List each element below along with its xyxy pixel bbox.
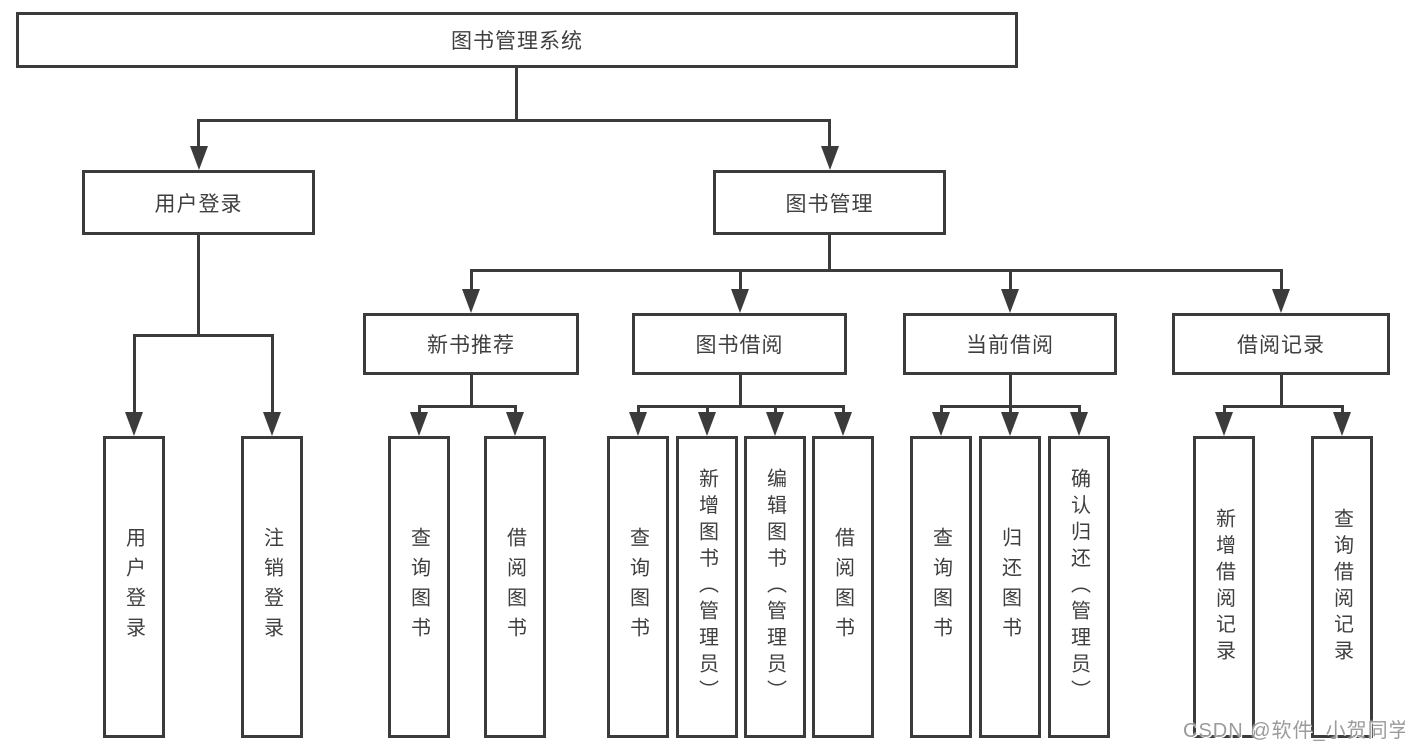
arrow-down-icon bbox=[125, 412, 143, 436]
leaf-label: 查询借阅记录 bbox=[1330, 507, 1353, 667]
connector-line bbox=[133, 334, 274, 337]
leaf-confirm-return-admin: 确认归还（管理员） bbox=[1048, 436, 1110, 738]
leaf-label: 借阅图书 bbox=[831, 527, 854, 647]
arrow-down-icon bbox=[766, 412, 784, 436]
node-current-borrowing: 当前借阅 bbox=[903, 313, 1117, 375]
leaf-label: 新增借阅记录 bbox=[1212, 507, 1235, 667]
connector-line bbox=[197, 119, 831, 122]
node-root-book-management-system: 图书管理系统 bbox=[16, 12, 1018, 68]
connector-line bbox=[470, 269, 1283, 272]
connector-line bbox=[515, 68, 518, 121]
node-label: 图书借阅 bbox=[695, 334, 784, 357]
leaf-query-books-current: 查询图书 bbox=[910, 436, 972, 738]
connector-line bbox=[637, 405, 845, 408]
connector-line bbox=[1009, 405, 1012, 415]
connector-line bbox=[1078, 405, 1081, 415]
leaf-borrow-books-borrowing: 借阅图书 bbox=[812, 436, 874, 738]
arrow-down-icon bbox=[1215, 412, 1233, 436]
leaf-query-books-borrowing: 查询图书 bbox=[607, 436, 669, 738]
connector-line bbox=[197, 119, 200, 149]
arrow-down-icon bbox=[1001, 412, 1019, 436]
node-book-management: 图书管理 bbox=[713, 170, 946, 235]
connector-line bbox=[1341, 405, 1344, 415]
node-label: 用户登录 bbox=[154, 192, 243, 216]
node-label: 新书推荐 bbox=[427, 334, 515, 357]
leaf-label: 查询图书 bbox=[626, 527, 649, 647]
connector-line bbox=[637, 405, 640, 415]
leaf-edit-books-admin: 编辑图书（管理员） bbox=[744, 436, 806, 738]
arrow-down-icon bbox=[263, 412, 281, 436]
connector-line bbox=[706, 405, 709, 415]
leaf-query-borrow-record: 查询借阅记录 bbox=[1311, 436, 1373, 738]
connector-line bbox=[842, 405, 845, 415]
leaf-label: 确认归还（管理员） bbox=[1067, 468, 1090, 706]
node-label: 图书管理系统 bbox=[451, 30, 583, 53]
connector-line bbox=[1009, 375, 1012, 407]
connector-line bbox=[470, 375, 473, 407]
arrow-down-icon bbox=[1333, 412, 1351, 436]
node-user-login: 用户登录 bbox=[82, 170, 315, 235]
connector-line bbox=[418, 405, 421, 415]
leaf-logout: 注销登录 bbox=[241, 436, 303, 738]
arrow-down-icon bbox=[1001, 289, 1019, 313]
node-borrowing-records: 借阅记录 bbox=[1172, 313, 1390, 375]
connector-line bbox=[133, 334, 136, 414]
connector-line bbox=[739, 375, 742, 407]
node-book-borrowing: 图书借阅 bbox=[632, 313, 847, 375]
connector-line bbox=[828, 235, 831, 272]
connector-line bbox=[514, 405, 517, 415]
connector-line bbox=[1280, 269, 1283, 293]
leaf-label: 查询图书 bbox=[929, 527, 952, 647]
connector-line bbox=[940, 405, 943, 415]
leaf-label: 查询图书 bbox=[407, 527, 430, 647]
arrow-down-icon bbox=[506, 412, 524, 436]
connector-line bbox=[774, 405, 777, 415]
csdn-watermark: CSDN @软件_小贺同学 bbox=[1183, 720, 1405, 742]
leaf-borrow-books-recommend: 借阅图书 bbox=[484, 436, 546, 738]
node-new-book-recommendation: 新书推荐 bbox=[363, 313, 579, 375]
connector-line bbox=[1223, 405, 1226, 415]
connector-line bbox=[470, 269, 473, 293]
connector-line bbox=[418, 405, 517, 408]
arrow-down-icon bbox=[698, 412, 716, 436]
arrow-down-icon bbox=[1272, 289, 1290, 313]
leaf-return-books: 归还图书 bbox=[979, 436, 1041, 738]
arrow-down-icon bbox=[462, 289, 480, 313]
node-label: 借阅记录 bbox=[1237, 334, 1325, 357]
leaf-add-books-admin: 新增图书（管理员） bbox=[676, 436, 738, 738]
arrow-down-icon bbox=[190, 146, 208, 170]
arrow-down-icon bbox=[731, 289, 749, 313]
connector-line bbox=[739, 269, 742, 293]
leaf-label: 注销登录 bbox=[260, 527, 283, 647]
arrow-down-icon bbox=[834, 412, 852, 436]
leaf-label: 新增图书（管理员） bbox=[695, 468, 718, 706]
connector-line bbox=[1280, 375, 1283, 407]
leaf-label: 用户登录 bbox=[122, 527, 145, 647]
leaf-query-books-recommend: 查询图书 bbox=[388, 436, 450, 738]
leaf-label: 编辑图书（管理员） bbox=[763, 468, 786, 706]
arrow-down-icon bbox=[410, 412, 428, 436]
node-label: 当前借阅 bbox=[966, 334, 1054, 357]
connector-line bbox=[828, 119, 831, 149]
connector-line bbox=[197, 235, 200, 336]
leaf-label: 归还图书 bbox=[998, 527, 1021, 647]
leaf-user-login: 用户登录 bbox=[103, 436, 165, 738]
arrow-down-icon bbox=[629, 412, 647, 436]
node-label: 图书管理 bbox=[785, 192, 874, 216]
connector-line bbox=[271, 334, 274, 414]
leaf-label: 借阅图书 bbox=[503, 527, 526, 647]
arrow-down-icon bbox=[932, 412, 950, 436]
arrow-down-icon bbox=[1070, 412, 1088, 436]
connector-line bbox=[1223, 405, 1344, 408]
leaf-add-borrow-record: 新增借阅记录 bbox=[1193, 436, 1255, 738]
connector-line bbox=[1009, 269, 1012, 293]
arrow-down-icon bbox=[821, 146, 839, 170]
